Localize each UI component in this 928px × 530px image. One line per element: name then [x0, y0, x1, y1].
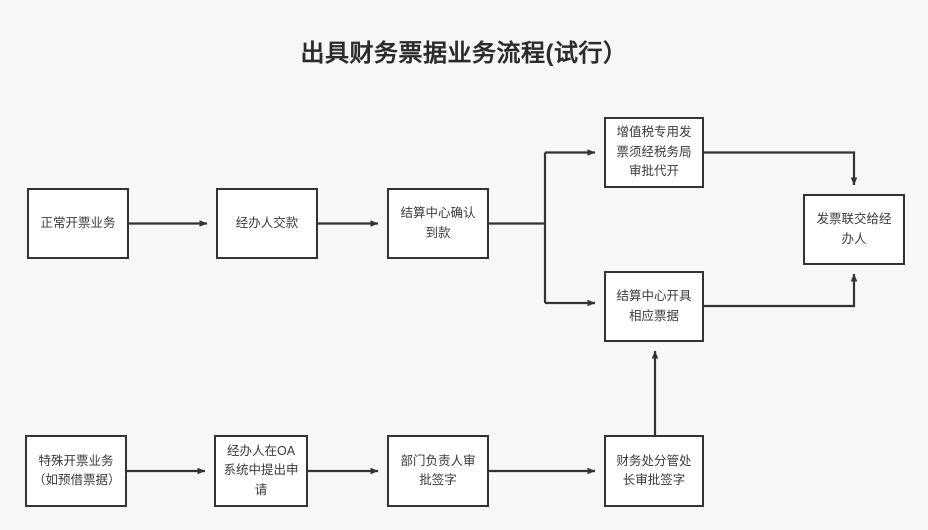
flow-node-label: 部门负责人审批签字 [400, 453, 476, 487]
edge-n5-n6 [704, 273, 858, 308]
flow-node-handler-payment[interactable]: 经办人交款 [216, 188, 318, 259]
flow-node-department-head-approval[interactable]: 部门负责人审批签字 [387, 435, 489, 507]
flow-node-label: 特殊开票业务（如预借票据） [33, 453, 121, 487]
flow-node-invoice-to-handler[interactable]: 发票联交给经办人 [803, 194, 905, 265]
flow-node-label: 结算中心开具相应票据 [616, 289, 692, 323]
flow-node-label: 正常开票业务 [40, 215, 116, 230]
flow-node-normal-invoice-business[interactable]: 正常开票业务 [27, 188, 129, 259]
flow-node-vat-special-invoice[interactable]: 增值税专用发票须经税务局审批代开 [604, 117, 704, 188]
flow-node-label: 发票联交给经办人 [816, 212, 892, 246]
flow-node-oa-application[interactable]: 经办人在OA系统中提出申请 [214, 435, 308, 507]
flow-node-finance-director-approval[interactable]: 财务处分管处长审批签字 [604, 435, 704, 507]
flow-node-label: 经办人在OA系统中提出申请 [223, 443, 299, 497]
flow-node-settlement-center-issue[interactable]: 结算中心开具相应票据 [604, 271, 704, 342]
flow-node-label: 经办人交款 [235, 215, 299, 230]
flow-node-label: 财务处分管处长审批签字 [616, 453, 692, 487]
flow-node-label: 增值税专用发票须经税务局审批代开 [616, 125, 692, 179]
flow-node-label: 结算中心确认到款 [400, 206, 476, 240]
flow-node-settlement-center-confirm[interactable]: 结算中心确认到款 [387, 188, 489, 259]
edge-n4-n6 [704, 151, 858, 186]
page-title: 出具财务票据业务流程(试行） [300, 40, 628, 67]
flow-node-special-invoice-business[interactable]: 特殊开票业务（如预借票据） [25, 435, 127, 507]
